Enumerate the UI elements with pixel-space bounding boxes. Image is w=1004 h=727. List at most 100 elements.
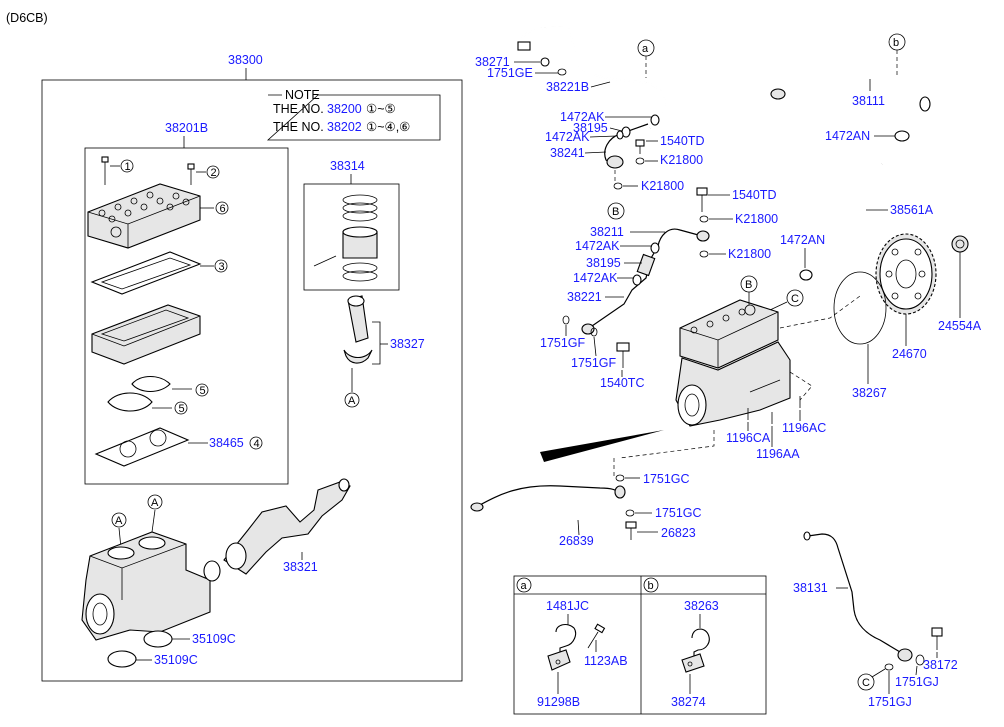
part-label-1472AN-a[interactable]: 1472AN bbox=[825, 129, 870, 143]
part-label-91298B[interactable]: 91298B bbox=[537, 695, 580, 709]
ref-C-pipe-text: C bbox=[862, 677, 870, 689]
part-label-38267[interactable]: 38267 bbox=[852, 386, 887, 400]
nut-24554A-drawing bbox=[951, 235, 969, 253]
part-label-1540TC[interactable]: 1540TC bbox=[600, 376, 644, 390]
part-label-K21800-d[interactable]: K21800 bbox=[728, 247, 771, 261]
part-label-1540TD-a[interactable]: 1540TD bbox=[660, 134, 704, 148]
gasket-38465-drawing bbox=[94, 427, 190, 467]
part-label-38314[interactable]: 38314 bbox=[330, 159, 365, 173]
part-label-1472AK-a[interactable]: 1472AK bbox=[560, 110, 605, 124]
note-line2-range: ①~④,⑥ bbox=[366, 120, 410, 134]
part-label-1196AA[interactable]: 1196AA bbox=[756, 447, 800, 461]
part-label-38263[interactable]: 38263 bbox=[684, 599, 719, 613]
gasket-5b-drawing bbox=[107, 392, 153, 412]
part-label-1751GF-a[interactable]: 1751GF bbox=[540, 336, 586, 350]
part-label-1751GC-b[interactable]: 1751GC bbox=[655, 506, 702, 520]
clip-38263-drawing bbox=[681, 628, 710, 673]
note-line2-part[interactable]: 38202 bbox=[327, 120, 362, 134]
part-label-38172[interactable]: 38172 bbox=[923, 658, 958, 672]
part-label-38201B[interactable]: 38201B bbox=[165, 121, 208, 135]
part-label-38111[interactable]: 38111 bbox=[852, 94, 885, 108]
part-label-1481JC[interactable]: 1481JC bbox=[546, 599, 589, 613]
part-label-1472AK-b[interactable]: 1472AK bbox=[545, 130, 590, 144]
main-assembly-frame bbox=[41, 79, 463, 682]
part-label-24670[interactable]: 24670 bbox=[892, 347, 927, 361]
clip-1481JC-drawing bbox=[547, 623, 577, 671]
callout-1 bbox=[120, 159, 134, 173]
callout-6-text: 6 bbox=[220, 203, 226, 215]
part-label-35109C-a[interactable]: 35109C bbox=[192, 632, 236, 646]
ref-a-top-text: a bbox=[642, 43, 649, 55]
part-label-38465[interactable]: 38465 bbox=[209, 436, 244, 450]
part-label-38221[interactable]: 38221 bbox=[567, 290, 602, 304]
part-label-1196CA[interactable]: 1196CA bbox=[726, 431, 771, 445]
part-label-38221B[interactable]: 38221B bbox=[546, 80, 589, 94]
part-label-1472AK-c[interactable]: 1472AK bbox=[575, 239, 620, 253]
part-label-1472AN-b[interactable]: 1472AN bbox=[780, 233, 825, 247]
part-label-35109C-b[interactable]: 35109C bbox=[154, 653, 198, 667]
clamp-1472AN-a bbox=[894, 130, 910, 142]
crankshaft-drawing bbox=[203, 478, 351, 582]
part-label-38131[interactable]: 38131 bbox=[793, 581, 828, 595]
bolt-26823-drawing bbox=[625, 521, 637, 540]
note-line1-part[interactable]: 38200 bbox=[327, 102, 362, 116]
part-label-26823[interactable]: 26823 bbox=[661, 526, 696, 540]
ref-C-comp bbox=[786, 289, 804, 307]
part-label-38241[interactable]: 38241 bbox=[550, 146, 585, 160]
note-box: NOTE THE NO. 38200 ①~⑤ THE NO. 38202 ①~④… bbox=[266, 88, 441, 141]
ref-C-pipe bbox=[857, 673, 875, 691]
bolt-1-drawing bbox=[101, 156, 109, 185]
part-label-1751GJ-b[interactable]: 1751GJ bbox=[868, 695, 912, 709]
part-label-K21800-c[interactable]: K21800 bbox=[735, 212, 778, 226]
ref-B-pipe bbox=[607, 202, 625, 220]
detail-tag-b bbox=[643, 577, 659, 593]
part-label-38274[interactable]: 38274 bbox=[671, 695, 706, 709]
part-label-38321[interactable]: 38321 bbox=[283, 560, 318, 574]
part-label-1751GJ-a[interactable]: 1751GJ bbox=[895, 675, 939, 689]
part-label-1751GC-a[interactable]: 1751GC bbox=[643, 472, 690, 486]
air-lines-group: 38271 1751GE 38221B a 1472AK 38195 1472A… bbox=[470, 26, 982, 709]
callout-5b bbox=[174, 401, 188, 415]
ref-A-case-1-text: A bbox=[151, 497, 159, 509]
bolts-1196-drawing bbox=[747, 396, 801, 424]
part-label-1751GF-b[interactable]: 1751GF bbox=[571, 356, 617, 370]
part-label-38327[interactable]: 38327 bbox=[390, 337, 425, 351]
piston-rings-drawing bbox=[342, 194, 378, 282]
callout-2 bbox=[206, 165, 220, 179]
callout-4-text: 4 bbox=[254, 438, 260, 450]
ref-A-rod-text: A bbox=[348, 395, 356, 407]
part-label-1751GE[interactable]: 1751GE bbox=[487, 66, 533, 80]
callout-6 bbox=[215, 201, 229, 215]
part-label-38211[interactable]: 38211 bbox=[590, 225, 624, 239]
ref-A-rod bbox=[344, 392, 360, 408]
part-label-K21800-a[interactable]: K21800 bbox=[660, 153, 703, 167]
part-label-38195-b[interactable]: 38195 bbox=[586, 256, 621, 270]
callout-4 bbox=[249, 436, 263, 450]
note-title: NOTE bbox=[285, 88, 320, 102]
piston-drawing bbox=[313, 226, 378, 267]
valve-plate-drawing bbox=[91, 304, 201, 365]
callout-3 bbox=[214, 259, 228, 273]
detail-tag-a-text: a bbox=[521, 580, 528, 592]
callout-3-text: 3 bbox=[219, 261, 225, 273]
part-label-24554A[interactable]: 24554A bbox=[938, 319, 982, 333]
main-assembly-group: 38300 NOTE THE NO. 38200 ①~⑤ THE NO. 382… bbox=[41, 53, 463, 682]
part-label-1196AC[interactable]: 1196AC bbox=[782, 421, 826, 435]
cylinder-head-kit-frame bbox=[84, 147, 289, 485]
part-label-38561A[interactable]: 38561A bbox=[890, 203, 934, 217]
part-label-26839[interactable]: 26839 bbox=[559, 534, 594, 548]
note-line1-range: ①~⑤ bbox=[366, 102, 396, 116]
note-line1-prefix: THE NO. bbox=[273, 102, 324, 116]
part-label-K21800-b[interactable]: K21800 bbox=[641, 179, 684, 193]
ref-B-pipe-text: B bbox=[612, 206, 619, 218]
bolt-2-drawing bbox=[187, 163, 195, 185]
drive-gear-drawing bbox=[875, 233, 937, 315]
part-label-1472AK-d[interactable]: 1472AK bbox=[573, 271, 618, 285]
part-label-1123AB[interactable]: 1123AB bbox=[584, 654, 628, 668]
part-label-1540TD-b[interactable]: 1540TD bbox=[732, 188, 776, 202]
part-label-38300[interactable]: 38300 bbox=[228, 53, 263, 67]
part-label-38195-a[interactable]: 38195 bbox=[573, 121, 608, 135]
note-line2-prefix: THE NO. bbox=[273, 120, 324, 134]
part-label-38271[interactable]: 38271 bbox=[475, 55, 510, 69]
